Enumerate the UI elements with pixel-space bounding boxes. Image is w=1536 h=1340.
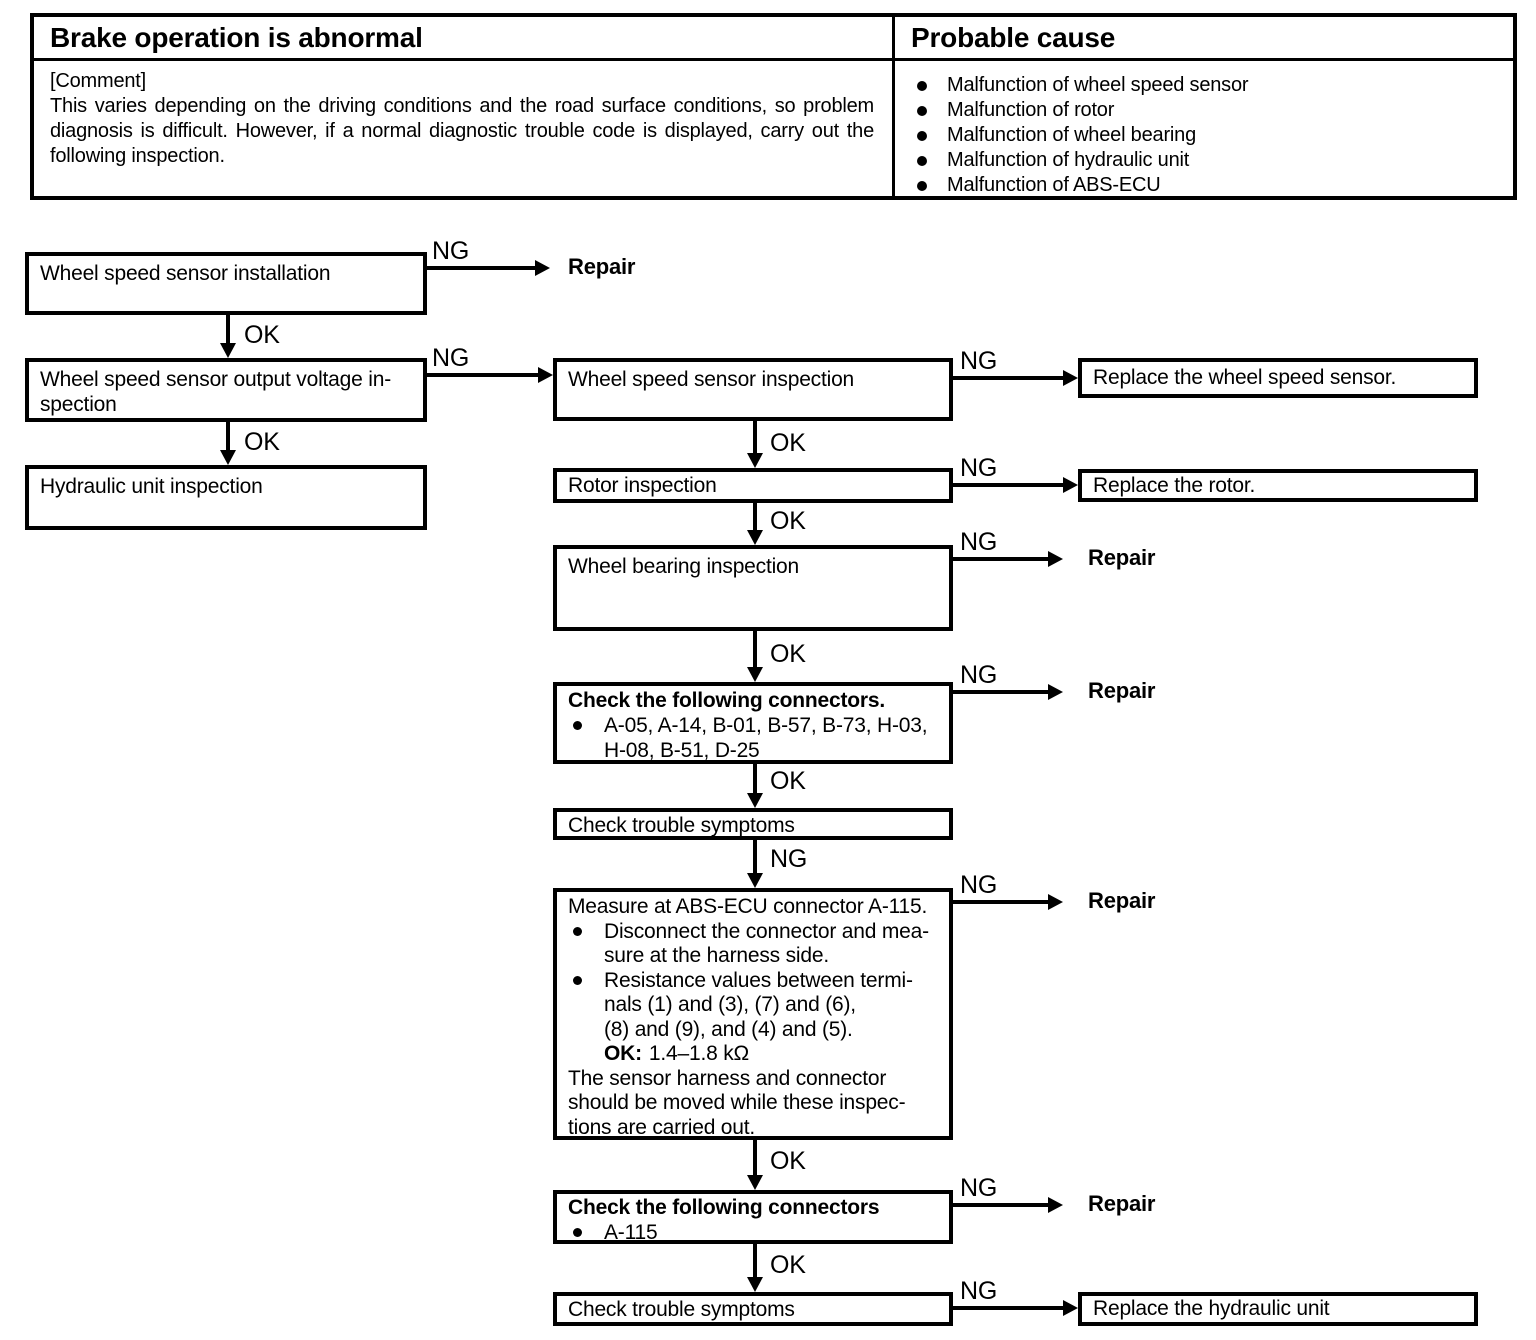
arrowhead-right-icon xyxy=(1063,477,1078,493)
arrow-line xyxy=(753,503,757,531)
flow-node-hydraulic-unit: Hydraulic unit inspection xyxy=(25,465,427,530)
edge-label-ng: NG xyxy=(960,661,998,689)
arrowhead-down-icon xyxy=(747,667,763,682)
arrow-line xyxy=(226,422,230,451)
cause-item: Malfunction of ABS-ECU xyxy=(895,173,1513,196)
result-repair-5: Repair xyxy=(1088,1191,1156,1216)
check-connectors-1-list: A-05, A-14, B-01, B-57, B-73, H-03, H-08… xyxy=(568,713,938,763)
result-repair-1: Repair xyxy=(568,254,636,279)
edge-label-ng: NG xyxy=(960,454,998,482)
arrow-line xyxy=(753,840,757,874)
edge-label-ok: OK xyxy=(770,767,806,795)
flow-node-rotor-inspection: Rotor inspection xyxy=(553,468,953,503)
edge-label-ng: NG xyxy=(960,1174,998,1202)
cause-header-cell: Probable cause xyxy=(895,17,1513,61)
edge-label-ok: OK xyxy=(244,428,280,456)
arrow-line xyxy=(953,900,1048,904)
symptom-cause-table: Brake operation is abnormal Probable cau… xyxy=(30,13,1517,200)
symptom-header-cell: Brake operation is abnormal xyxy=(34,17,895,61)
arrowhead-down-icon xyxy=(747,530,763,545)
arrow-line xyxy=(226,315,230,344)
measure-bullet-resistance: Resistance values between termi- nals (1… xyxy=(568,969,938,1067)
comment-label: [Comment] xyxy=(50,70,147,92)
arrow-line xyxy=(753,1140,757,1176)
edge-label-ok: OK xyxy=(770,507,806,535)
edge-label-ng: NG xyxy=(770,845,808,873)
arrowhead-right-icon xyxy=(1063,370,1078,386)
edge-label-ng: NG xyxy=(960,347,998,375)
arrow-line xyxy=(753,1244,757,1278)
cause-header: Probable cause xyxy=(911,21,1116,53)
arrowhead-down-icon xyxy=(220,343,236,358)
flow-node-bearing-inspection: Wheel bearing inspection xyxy=(553,545,953,631)
arrow-line xyxy=(753,631,757,668)
arrow-line xyxy=(953,557,1048,561)
flow-node-check-connectors-1: Check the following connectors. A-05, A-… xyxy=(553,682,953,764)
comment-cell: [Comment] This varies depending on the d… xyxy=(34,61,895,196)
arrowhead-right-icon xyxy=(1048,894,1063,910)
edge-label-ng: NG xyxy=(432,344,470,372)
result-repair-4: Repair xyxy=(1088,888,1156,913)
edge-label-ok: OK xyxy=(244,321,280,349)
edge-label-ok: OK xyxy=(770,429,806,457)
check-connectors-2-title: Check the following connectors xyxy=(568,1196,880,1219)
arrowhead-down-icon xyxy=(747,1277,763,1292)
measure-title: Measure at ABS-ECU connector A-115. xyxy=(568,895,928,918)
arrowhead-down-icon xyxy=(747,873,763,888)
cause-item: Malfunction of hydraulic unit xyxy=(895,148,1513,173)
cause-cell: Malfunction of wheel speed sensor Malfun… xyxy=(895,61,1513,196)
flow-node-sensor-inspection: Wheel speed sensor inspection xyxy=(553,358,953,421)
arrowhead-right-icon xyxy=(538,367,553,383)
measure-ok-spec: OK:1.4–1.8 kΩ xyxy=(604,1042,750,1065)
arrowhead-right-icon xyxy=(1048,551,1063,567)
flow-node-replace-hydraulic: Replace the hydraulic unit xyxy=(1078,1292,1478,1326)
arrow-line xyxy=(753,421,757,454)
cause-item: Malfunction of rotor xyxy=(895,98,1513,123)
measure-footer: The sensor harness and connector should … xyxy=(568,1066,906,1139)
cause-item: Malfunction of wheel bearing xyxy=(895,123,1513,148)
flow-node-replace-rotor: Replace the rotor. xyxy=(1078,469,1478,502)
edge-label-ng: NG xyxy=(960,871,998,899)
flow-node-sensor-installation: Wheel speed sensor installation xyxy=(25,252,427,315)
result-repair-3: Repair xyxy=(1088,678,1156,703)
edge-label-ok: OK xyxy=(770,1251,806,1279)
cause-item: Malfunction of wheel speed sensor xyxy=(895,73,1513,98)
arrow-line xyxy=(427,373,538,377)
flow-node-output-voltage: Wheel speed sensor output voltage in- sp… xyxy=(25,358,427,422)
symptom-header: Brake operation is abnormal xyxy=(50,21,423,53)
edge-label-ok: OK xyxy=(770,1147,806,1175)
flow-node-check-connectors-2: Check the following connectors A-115 xyxy=(553,1190,953,1244)
flow-node-replace-sensor: Replace the wheel speed sensor. xyxy=(1078,358,1478,398)
arrow-line xyxy=(427,266,535,270)
result-repair-2: Repair xyxy=(1088,545,1156,570)
arrow-line xyxy=(953,690,1048,694)
cause-list: Malfunction of wheel speed sensor Malfun… xyxy=(895,61,1513,196)
flow-node-check-symptoms-2: Check trouble symptoms xyxy=(553,1292,953,1326)
arrowhead-down-icon xyxy=(747,453,763,468)
check-connectors-1-title: Check the following connectors. xyxy=(568,689,886,712)
comment-text: This varies depending on the driving con… xyxy=(50,95,874,167)
flow-node-measure-abs-ecu: Measure at ABS-ECU connector A-115. Disc… xyxy=(553,888,953,1140)
arrowhead-right-icon xyxy=(1048,684,1063,700)
edge-label-ok: OK xyxy=(770,640,806,668)
arrow-line xyxy=(953,1203,1048,1207)
arrowhead-right-icon xyxy=(1063,1300,1078,1316)
edge-label-ng: NG xyxy=(960,528,998,556)
arrowhead-right-icon xyxy=(535,260,550,276)
arrowhead-down-icon xyxy=(220,450,236,465)
arrowhead-down-icon xyxy=(747,1175,763,1190)
arrow-line xyxy=(753,764,757,794)
flow-node-check-symptoms-1: Check trouble symptoms xyxy=(553,808,953,840)
check-connectors-2-list: A-115 xyxy=(568,1220,938,1245)
arrow-line xyxy=(953,483,1063,487)
arrowhead-right-icon xyxy=(1048,1197,1063,1213)
arrowhead-down-icon xyxy=(747,793,763,808)
measure-bullet-disconnect: Disconnect the connector and mea- sure a… xyxy=(568,920,938,969)
edge-label-ng: NG xyxy=(432,237,470,265)
arrow-line xyxy=(953,376,1063,380)
arrow-line xyxy=(953,1306,1063,1310)
edge-label-ng: NG xyxy=(960,1277,998,1305)
